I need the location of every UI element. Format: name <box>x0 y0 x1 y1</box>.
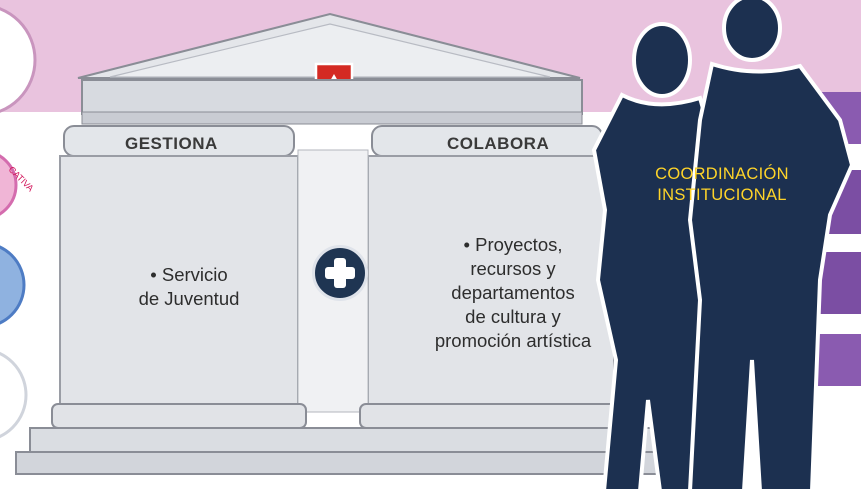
gestiona-content: • Servicio de Juventud <box>100 263 278 311</box>
left-edge-bubbles <box>0 7 37 439</box>
gestiona-line: • Servicio <box>150 264 228 285</box>
colabora-line: promoción artística <box>434 330 592 351</box>
coordination-line1: COORDINACIÓN <box>655 165 789 183</box>
colabora-label: COLABORA <box>447 134 550 153</box>
colabora-line: • Proyectos, <box>463 234 563 255</box>
colabora-line: de cultura y <box>465 306 561 327</box>
people-silhouette-icon <box>591 0 855 491</box>
gestiona-line: de Juventud <box>138 288 240 309</box>
coordination-label: COORDINACIÓN INSTITUCIONAL <box>616 164 828 206</box>
coordination-line2: INSTITUCIONAL <box>657 186 787 204</box>
gestiona-label: GESTIONA <box>125 134 218 153</box>
colabora-line: recursos y <box>470 258 556 279</box>
plus-icon: + <box>312 245 368 301</box>
colabora-content: • Proyectos, recursos y departamentos de… <box>388 233 638 353</box>
colabora-line: departamentos <box>451 282 575 303</box>
